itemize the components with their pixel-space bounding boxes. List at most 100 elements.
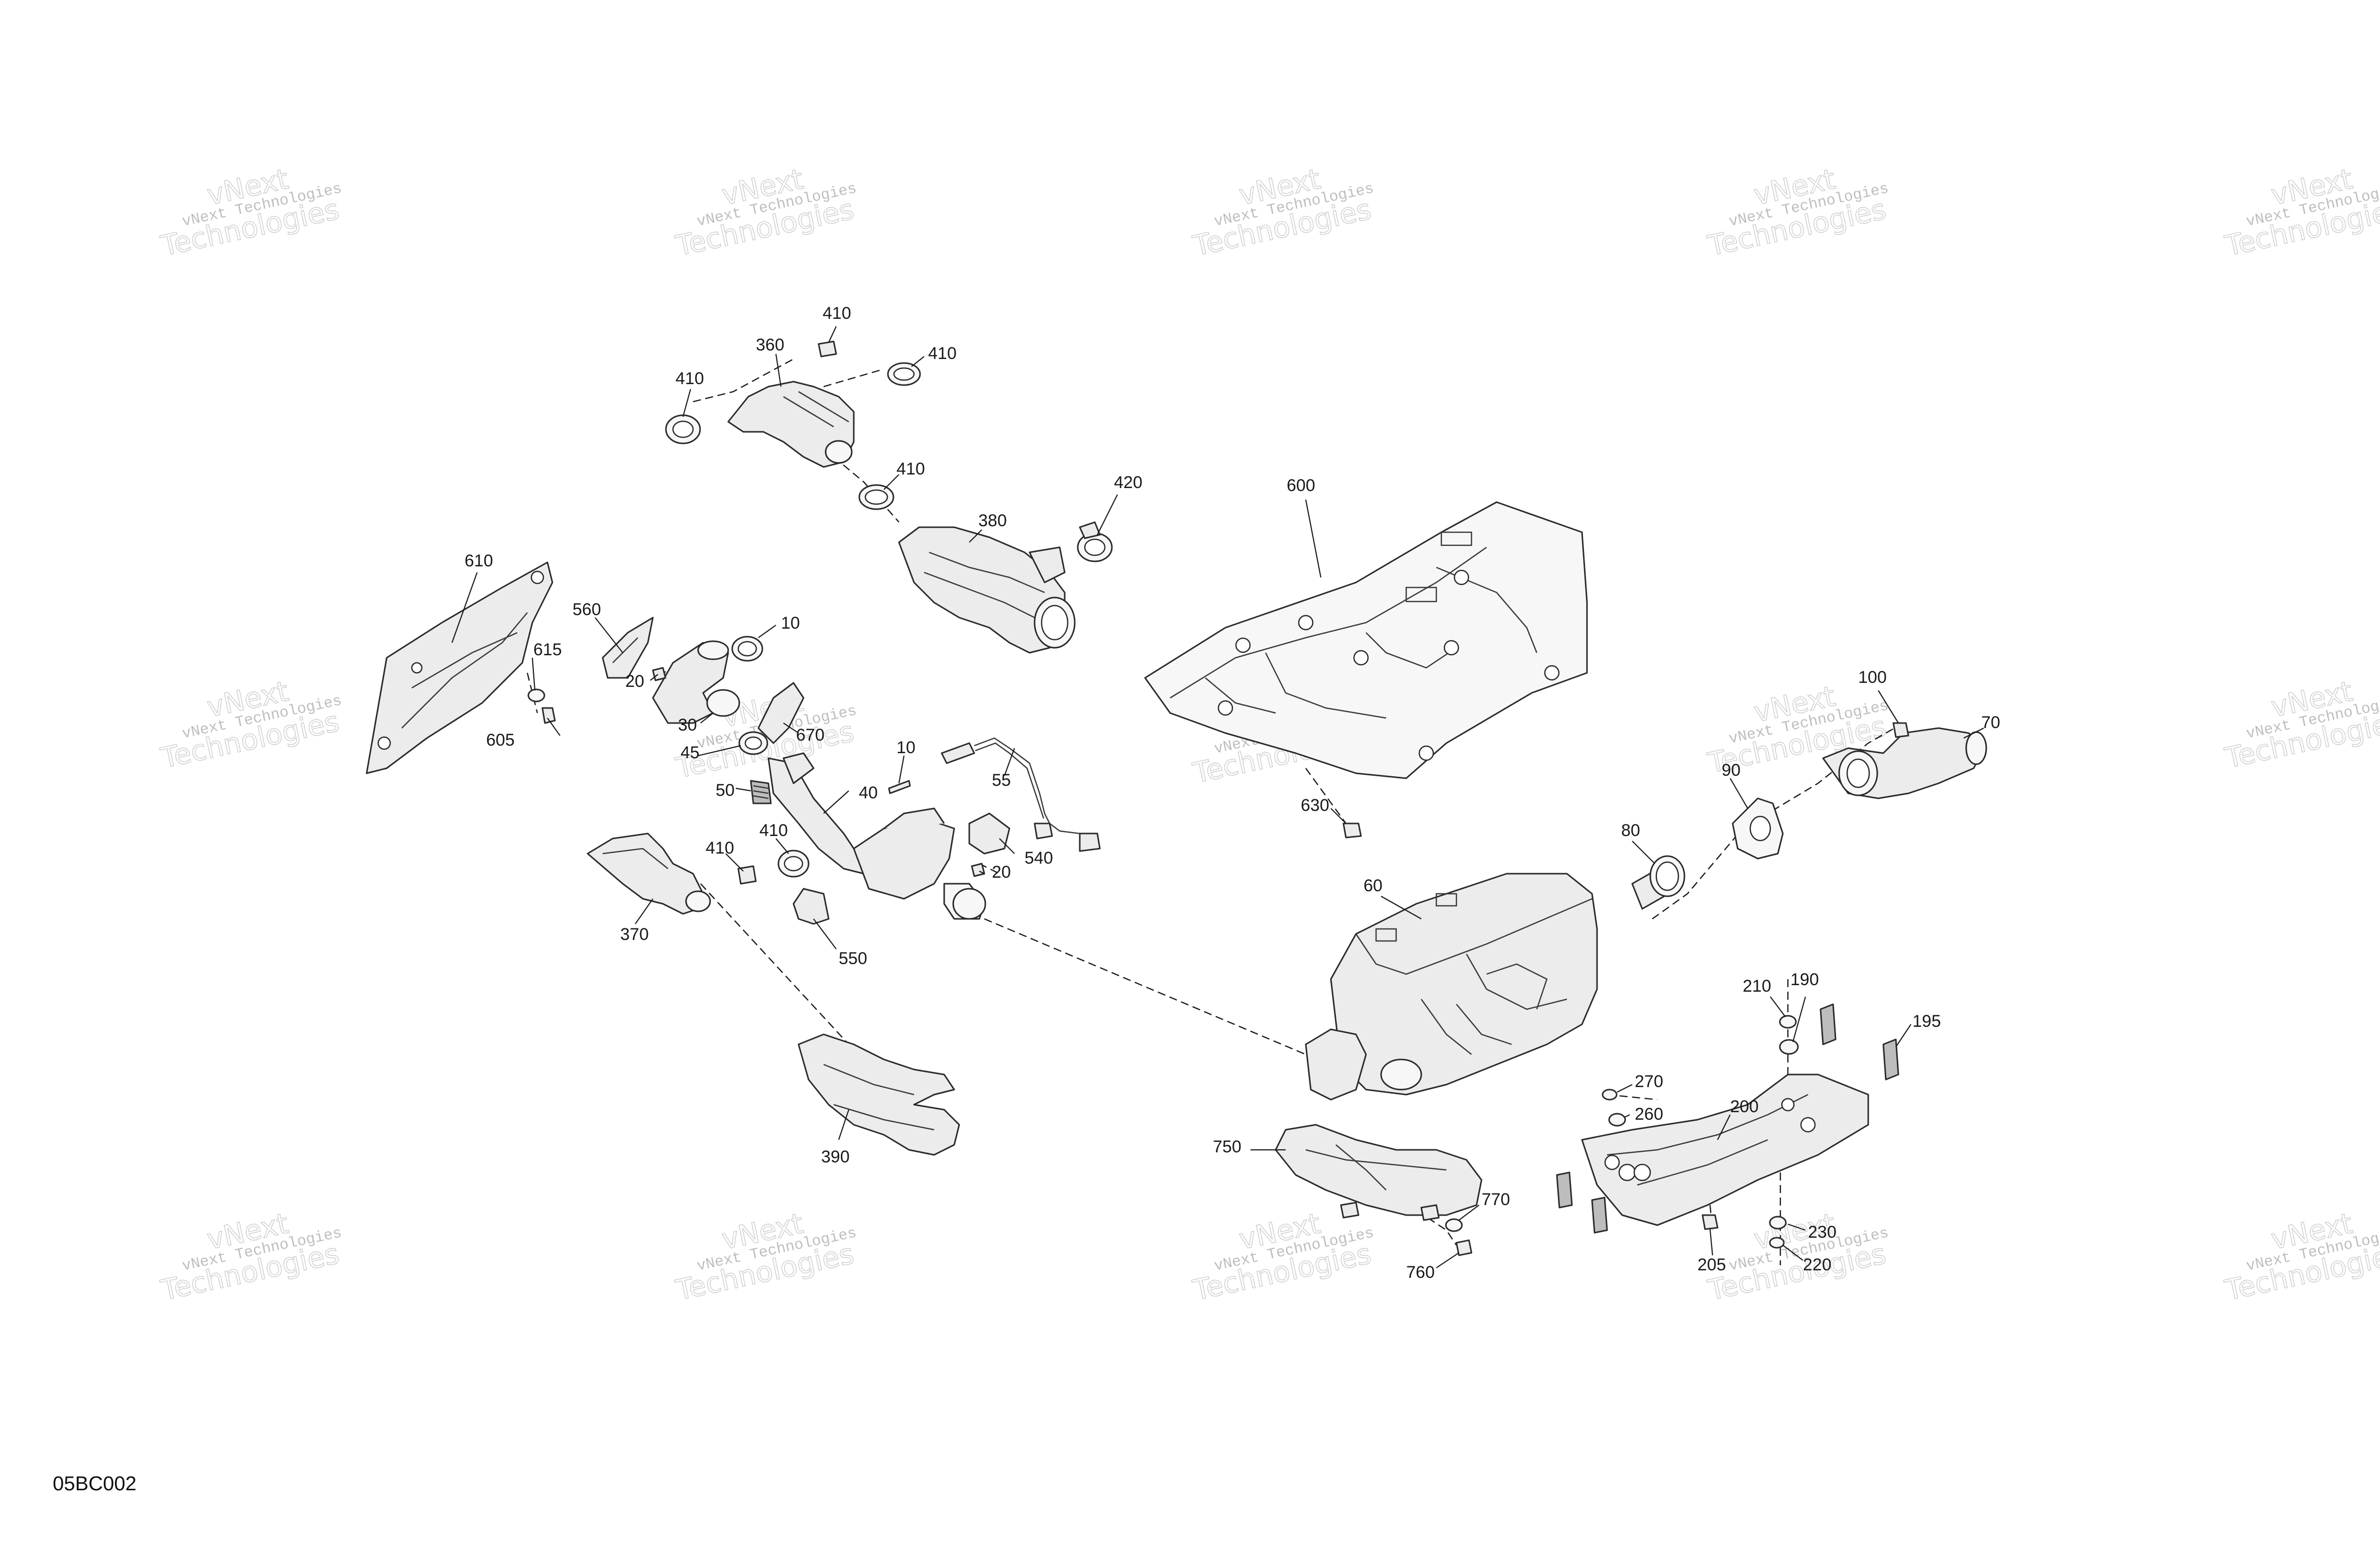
callout-270: 270 (1635, 1072, 1663, 1091)
callout-380: 380 (978, 511, 1007, 530)
watermark: vNext Technologies vNext Technologies (158, 675, 344, 776)
leader-410-top-center (828, 326, 837, 343)
assembly-line-370-to-390 (700, 883, 849, 1045)
leader-410-top-right (911, 356, 925, 367)
callout-260: 260 (1635, 1105, 1663, 1124)
leader-380 (969, 529, 982, 543)
watermark: vNext Technologies vNext Technologies (158, 1207, 344, 1308)
leader-10-lower (898, 755, 905, 784)
callout-55: 55 (992, 771, 1011, 790)
part-195-isolator-lower-right (1591, 1197, 1608, 1234)
callout-10-lower: 10 (896, 738, 916, 757)
callout-540: 540 (1025, 849, 1053, 868)
leader-410-top-left (682, 389, 692, 417)
part-195-isolator-upper-right (1882, 1038, 1899, 1081)
callout-50: 50 (716, 781, 735, 800)
part-600-heat-shield-panel (1144, 501, 1588, 779)
watermark: vNext Technologies vNext Technologies (158, 163, 344, 264)
leader-80 (1632, 841, 1655, 864)
leader-70 (1963, 728, 1984, 739)
callout-390: 390 (821, 1147, 850, 1166)
leader-410-lower-right (775, 838, 789, 854)
leader-30 (700, 713, 714, 724)
callout-90: 90 (1722, 761, 1741, 780)
leader-410-middle (883, 474, 899, 490)
callout-410-lower-right: 410 (759, 821, 788, 840)
leader-210 (1770, 996, 1786, 1017)
callout-600: 600 (1287, 476, 1315, 495)
callout-10-upper: 10 (781, 614, 800, 633)
part-420-clamp (1077, 521, 1113, 562)
part-10-stud (888, 780, 911, 794)
part-410-clamp-top-left (665, 414, 701, 444)
leader-190 (1792, 996, 1806, 1042)
leader-90 (1730, 778, 1748, 809)
callout-360: 360 (756, 335, 784, 354)
part-220-nut (1769, 1237, 1785, 1249)
callout-615: 615 (533, 640, 562, 659)
watermark: vNext Technologies vNext Technologies (1190, 163, 1376, 264)
part-370-shield (587, 833, 711, 915)
callout-560: 560 (573, 600, 601, 619)
part-750-rear-shield (1275, 1124, 1483, 1221)
callout-370: 370 (620, 925, 649, 944)
part-550-shield (792, 888, 830, 925)
part-615-spacer (527, 688, 545, 702)
leader-55 (1003, 748, 1015, 776)
callout-40: 40 (859, 783, 878, 802)
leader-550 (813, 918, 837, 949)
leader-630 (1330, 808, 1346, 824)
callout-30: 30 (678, 716, 697, 735)
leader-205 (1709, 1229, 1714, 1256)
watermark: vNext Technologies vNext Technologies (2222, 675, 2380, 776)
part-610-heat-shield (366, 561, 553, 774)
part-410-clamp-top-right (887, 362, 921, 386)
part-20-bolt-upper (652, 667, 666, 681)
leader-670 (783, 723, 799, 734)
drawing-id: 05BC002 (53, 1473, 137, 1495)
assembly-line-pipe-to-muffler (984, 918, 1306, 1055)
part-210-nut (1779, 1015, 1797, 1029)
callout-220: 220 (1803, 1255, 1832, 1274)
part-195-isolator-upper-left (1820, 1003, 1837, 1045)
leader-370 (635, 898, 653, 924)
part-770-washer (1445, 1218, 1463, 1232)
callout-610: 610 (465, 551, 493, 570)
part-55-oxygen-sensor (941, 737, 1101, 852)
part-260-washer (1608, 1113, 1626, 1127)
leader-390 (838, 1109, 850, 1140)
callout-410-middle: 410 (896, 459, 925, 479)
watermark: vNext Technologies vNext Technologies (1705, 163, 1890, 264)
leader-760 (1436, 1252, 1459, 1268)
part-230-washer (1769, 1216, 1787, 1230)
callout-410-top-center: 410 (823, 304, 851, 323)
callout-195: 195 (1912, 1012, 1941, 1031)
callout-190: 190 (1790, 970, 1819, 989)
part-360-heat-shield (727, 381, 855, 468)
assembly-line-clamp-right (823, 368, 884, 388)
leader-100 (1878, 690, 1899, 724)
part-20-bolt-lower (971, 863, 985, 877)
leader-540 (999, 838, 1015, 854)
part-560-small-shield (602, 617, 654, 679)
part-195-isolator-lower-left (1556, 1171, 1573, 1209)
watermark: vNext Technologies vNext Technologies (1705, 1207, 1890, 1308)
callout-200: 200 (1730, 1097, 1759, 1116)
callout-60: 60 (1364, 876, 1383, 895)
part-190-washer (1779, 1039, 1799, 1055)
part-100-screw (1892, 722, 1909, 738)
callout-630: 630 (1301, 796, 1329, 815)
leader-360 (775, 353, 782, 387)
leader-560 (595, 617, 623, 653)
part-410-clamp-middle (858, 484, 894, 510)
part-760-nut (1455, 1239, 1472, 1256)
part-80-sleeve (1631, 855, 1685, 910)
part-270-nut (1602, 1089, 1618, 1101)
callout-205: 205 (1697, 1255, 1726, 1274)
callout-750: 750 (1213, 1137, 1241, 1156)
leader-20-lower (979, 871, 985, 874)
callout-410-lower-left: 410 (706, 839, 734, 858)
leader-10-upper (758, 625, 776, 638)
leader-45 (698, 745, 741, 757)
leader-605 (547, 718, 560, 736)
